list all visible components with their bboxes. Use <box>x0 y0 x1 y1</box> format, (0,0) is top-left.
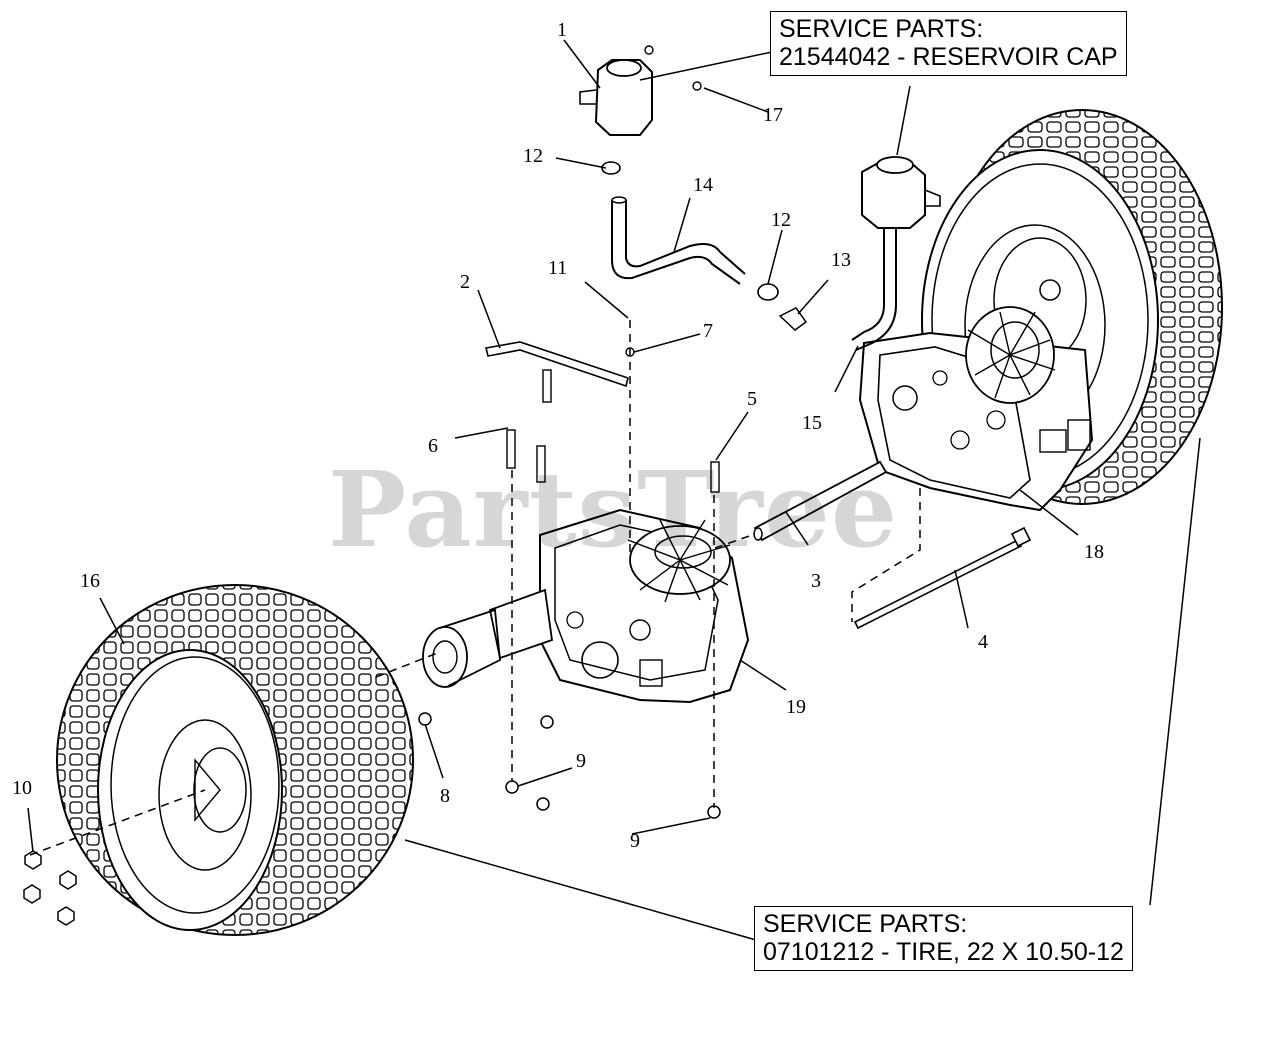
callout-15: 15 <box>802 412 822 434</box>
callout-9a: 9 <box>576 750 586 772</box>
reservoir-1 <box>579 45 702 136</box>
alignment-lines <box>29 320 921 856</box>
callout-14: 14 <box>693 174 713 196</box>
callout-17: 17 <box>763 104 783 126</box>
callout-16: 16 <box>80 570 100 592</box>
callout-11: 11 <box>548 257 567 279</box>
axle-rod <box>753 460 888 542</box>
callout-3: 3 <box>811 570 821 592</box>
callout-2: 2 <box>460 271 470 293</box>
callout-18: 18 <box>1084 541 1104 563</box>
service-parts-reservoir-box: SERVICE PARTS: 21544042 - RESERVOIR CAP <box>770 11 1127 76</box>
callout-5: 5 <box>747 388 757 410</box>
callout-9b: 9 <box>630 830 640 852</box>
callout-1: 1 <box>557 19 567 41</box>
callout-8: 8 <box>440 785 450 807</box>
leader-lines <box>27 39 1201 941</box>
left-tire <box>56 584 414 936</box>
callout-4: 4 <box>978 631 988 653</box>
callout-10: 10 <box>12 777 32 799</box>
callout-19: 19 <box>786 696 806 718</box>
hose-14 <box>601 161 808 331</box>
callout-12a: 12 <box>523 145 543 167</box>
right-reservoir <box>851 156 941 351</box>
service-parts-tire-detail: 07101212 - TIRE, 22 X 10.50-12 <box>763 938 1124 966</box>
callout-13: 13 <box>831 249 851 271</box>
service-parts-tire-box: SERVICE PARTS: 07101212 - TIRE, 22 X 10.… <box>754 906 1133 971</box>
callout-numbers: 1 2 3 4 5 6 7 8 9 9 10 11 12 12 13 14 15… <box>12 19 1104 852</box>
lug-nuts <box>23 850 77 926</box>
service-parts-reservoir-detail: 21544042 - RESERVOIR CAP <box>779 43 1118 71</box>
callout-12b: 12 <box>771 209 791 231</box>
callout-6: 6 <box>428 435 438 457</box>
right-transaxle <box>858 306 1094 512</box>
service-parts-reservoir-heading: SERVICE PARTS: <box>779 15 984 43</box>
nuts <box>418 712 721 819</box>
service-parts-tire-heading: SERVICE PARTS: <box>763 910 968 938</box>
long-bolt <box>853 526 1032 630</box>
bracket-2 <box>485 341 720 493</box>
watermark: PartsTree <box>328 448 899 571</box>
left-transaxle <box>422 508 750 704</box>
callout-7: 7 <box>703 320 713 342</box>
